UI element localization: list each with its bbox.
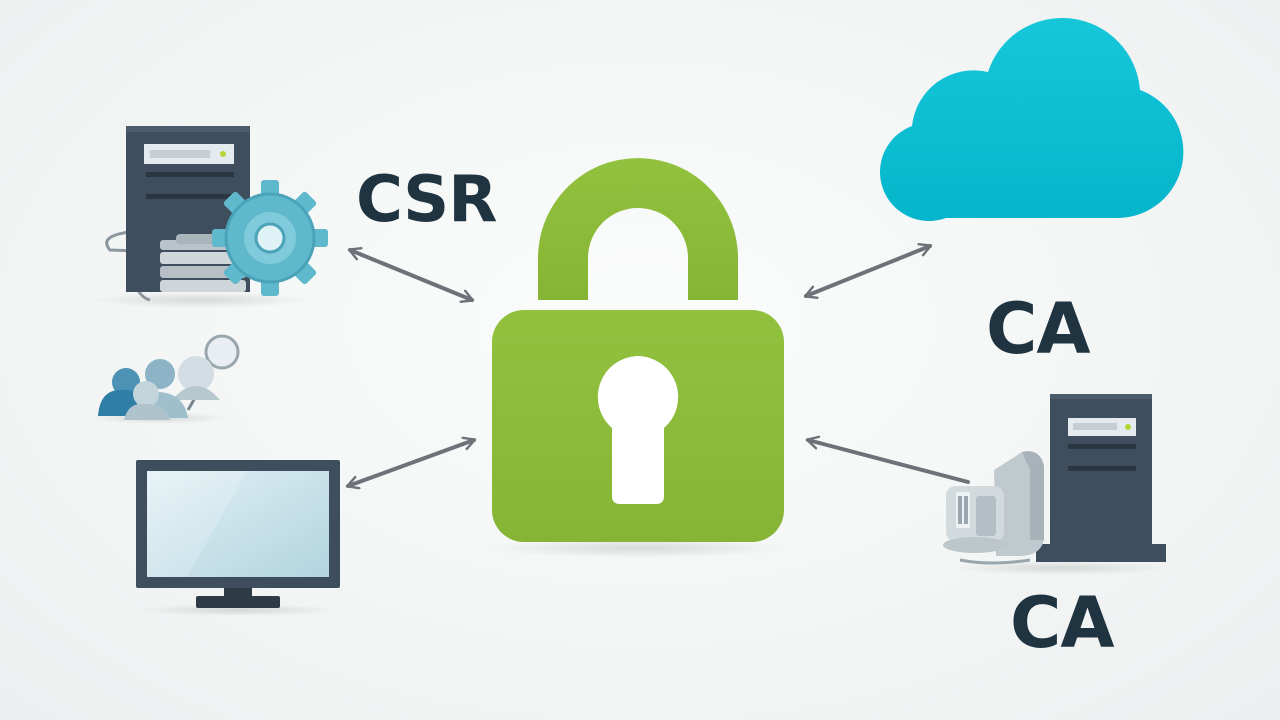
arrow-ca-to-lock [808, 440, 970, 484]
arrows [348, 246, 970, 486]
padlock-shackle [538, 158, 738, 300]
ca-label-top: CA [986, 288, 1091, 370]
csr-label: CSR [356, 163, 498, 237]
ca-server-icon [943, 394, 1170, 575]
arrow-lock-to-cloud [806, 246, 930, 296]
arrow-server-to-lock [350, 250, 472, 300]
keyhole [597, 356, 679, 504]
padlock-icon [488, 158, 788, 558]
user-group-icon [90, 334, 240, 424]
gear-icon [212, 180, 328, 296]
monitor-screen [147, 471, 329, 577]
ca-label-bottom: CA [1010, 582, 1115, 664]
cloud-icon [879, 17, 1184, 222]
arrow-monitor-to-lock [348, 440, 474, 486]
monitor-icon [136, 460, 340, 616]
server-gear-icon [90, 126, 328, 308]
